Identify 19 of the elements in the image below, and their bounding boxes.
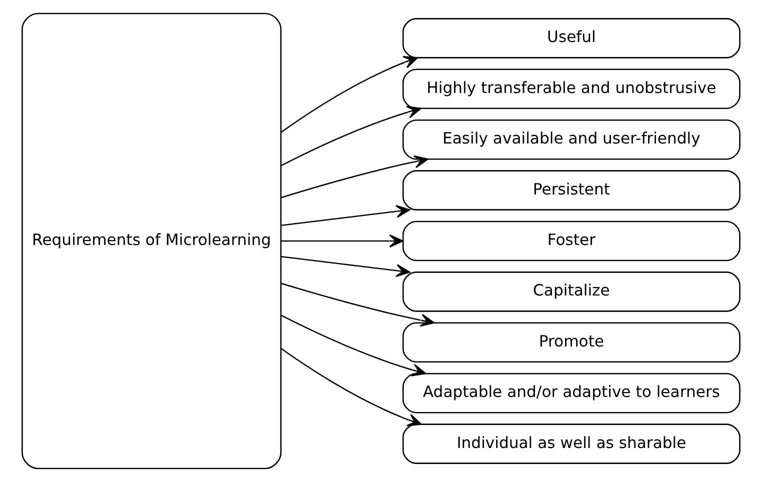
arrow <box>280 106 421 166</box>
arrow <box>280 348 422 426</box>
node-box: Easily available and user-friendly <box>402 119 740 160</box>
node-box: Highly transferable and unobstrusive <box>402 68 740 110</box>
node-box: Foster <box>402 220 740 262</box>
arrow <box>280 282 434 327</box>
node-box: Adaptable and/or adaptive to learners <box>402 372 740 414</box>
arrow <box>280 56 418 133</box>
arrow <box>280 234 403 248</box>
arrow <box>280 314 426 376</box>
arrow <box>280 204 410 226</box>
node-box: Capitalize <box>402 272 740 312</box>
node-box: Requirements of Microlearning <box>21 12 282 470</box>
node-box: Useful <box>402 18 740 58</box>
node-box: Individual as well as sharable <box>402 424 740 464</box>
arrow <box>280 155 428 198</box>
node-box: Promote <box>402 322 740 363</box>
node-box: Persistent <box>402 170 740 210</box>
arrow <box>280 256 410 278</box>
